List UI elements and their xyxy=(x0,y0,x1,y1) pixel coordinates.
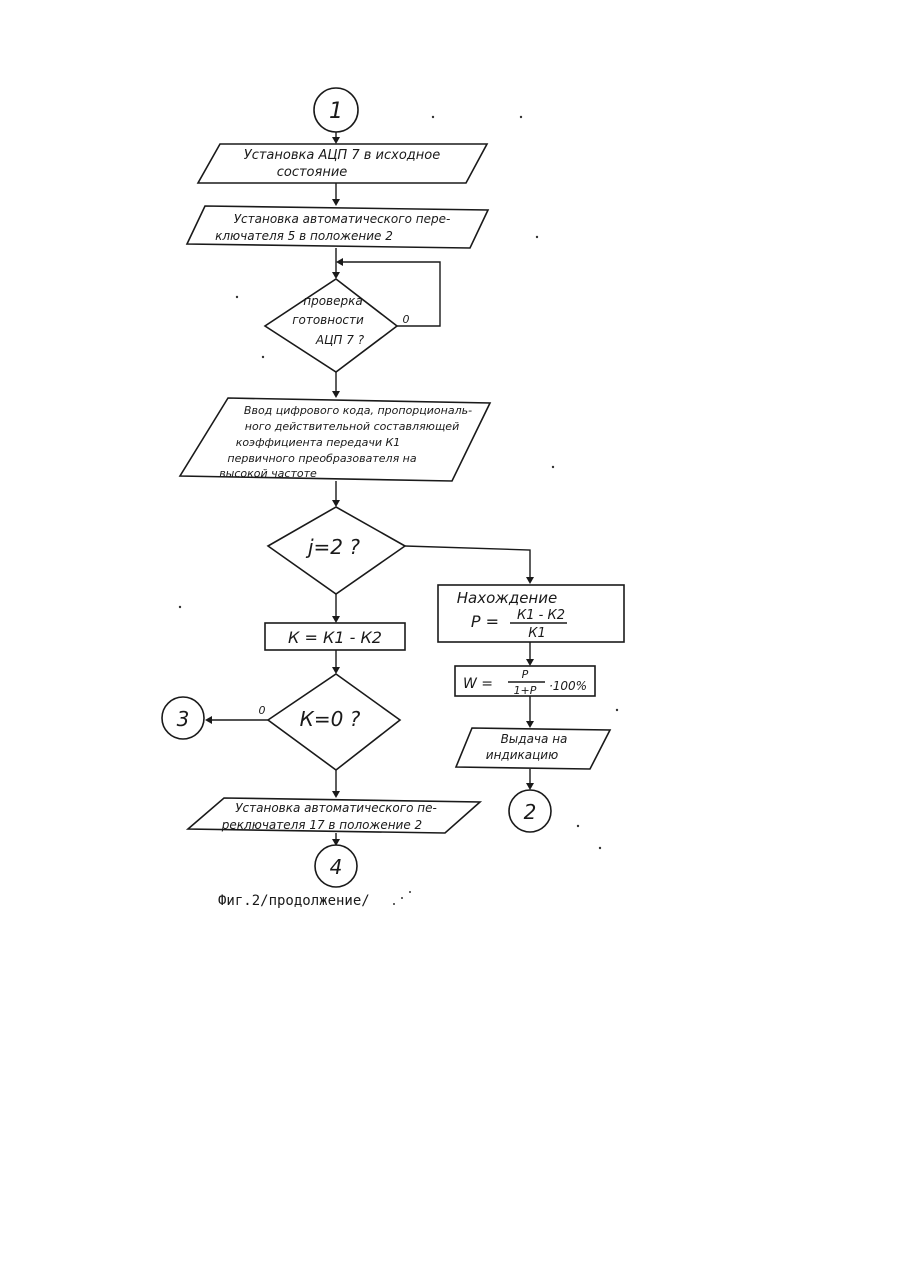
block-adc-reset-line-2: состояние xyxy=(277,165,348,180)
block-switch-17: Установка автоматического пе- реключател… xyxy=(188,798,480,833)
block-input-code: Ввод цифрового кода, пропорциональ- ного… xyxy=(180,398,490,481)
block-k-difference-label: К = К1 - К2 xyxy=(288,628,382,647)
block-compute-w-lhs: W = xyxy=(463,676,493,692)
connector-2: 2 xyxy=(509,790,551,832)
decision-j-label: j=2 ? xyxy=(305,535,360,559)
block-switch-5: Установка автоматического пере- ключател… xyxy=(187,206,488,248)
block-compute-w: W = P 1+P ·100% xyxy=(455,666,595,697)
connector-1: 1 xyxy=(314,88,358,132)
block-find-p: Нахождение P = К1 - К2 К1 xyxy=(438,585,624,642)
decision-adc-ready-line-2: готовности xyxy=(292,313,364,327)
block-switch-17-line-2: реключателя 17 в положение 2 xyxy=(221,818,422,832)
connector-2-label: 2 xyxy=(524,800,537,824)
block-find-p-denominator: К1 xyxy=(528,626,546,641)
decision-k-zero: К=0 ? 0 xyxy=(259,674,401,770)
block-find-p-title: Нахождение xyxy=(457,589,557,607)
block-k-difference: К = К1 - К2 xyxy=(265,623,405,650)
connector-4: 4 xyxy=(315,845,357,887)
decision-j-equals-2: j=2 ? xyxy=(268,507,405,594)
block-compute-w-denominator: 1+P xyxy=(514,684,537,697)
block-compute-w-tail: ·100% xyxy=(549,679,587,693)
block-output-display: Выдача на индикацию xyxy=(456,728,610,769)
block-output-display-line-1: Выдача на xyxy=(501,732,568,746)
block-output-display-line-2: индикацию xyxy=(486,748,558,762)
decision-k-zero-label: 0 xyxy=(259,704,266,717)
block-input-code-line-2: ного действительной составляющей xyxy=(245,420,459,433)
decision-adc-ready-line-3: АЦП 7 ? xyxy=(315,333,365,347)
decision-adc-ready-line-1: проверка xyxy=(303,294,362,308)
block-switch-5-line-1: Установка автоматического пере- xyxy=(234,212,451,226)
decision-adc-ready-no-label: 0 xyxy=(403,313,410,326)
connector-4-label: 4 xyxy=(330,855,343,879)
decision-k-label: К=0 ? xyxy=(300,707,361,731)
block-input-code-line-1: Ввод цифрового кода, пропорциональ- xyxy=(244,404,472,417)
figure-caption: Фиг.2/продолжение/ xyxy=(218,893,370,909)
connector-3-label: 3 xyxy=(177,707,190,731)
block-switch-17-line-1: Установка автоматического пе- xyxy=(235,801,437,815)
block-adc-reset-line-1: Установка АЦП 7 в исходное xyxy=(244,148,440,163)
decision-adc-ready: проверка готовности АЦП 7 ? 0 xyxy=(265,279,410,372)
block-adc-reset: Установка АЦП 7 в исходное состояние xyxy=(198,144,487,183)
connector-1-label: 1 xyxy=(329,99,343,124)
connector-3: 3 xyxy=(162,697,204,739)
block-input-code-line-3: коэффициента передачи К1 xyxy=(236,436,401,449)
block-compute-w-numerator: P xyxy=(522,668,529,681)
block-find-p-lhs: P = xyxy=(471,612,499,631)
block-input-code-line-4: первичного преобразователя на xyxy=(227,452,416,465)
block-find-p-numerator: К1 - К2 xyxy=(517,608,565,623)
block-switch-5-line-2: ключателя 5 в положение 2 xyxy=(215,229,393,243)
block-input-code-line-5: высокой частоте xyxy=(219,467,317,480)
